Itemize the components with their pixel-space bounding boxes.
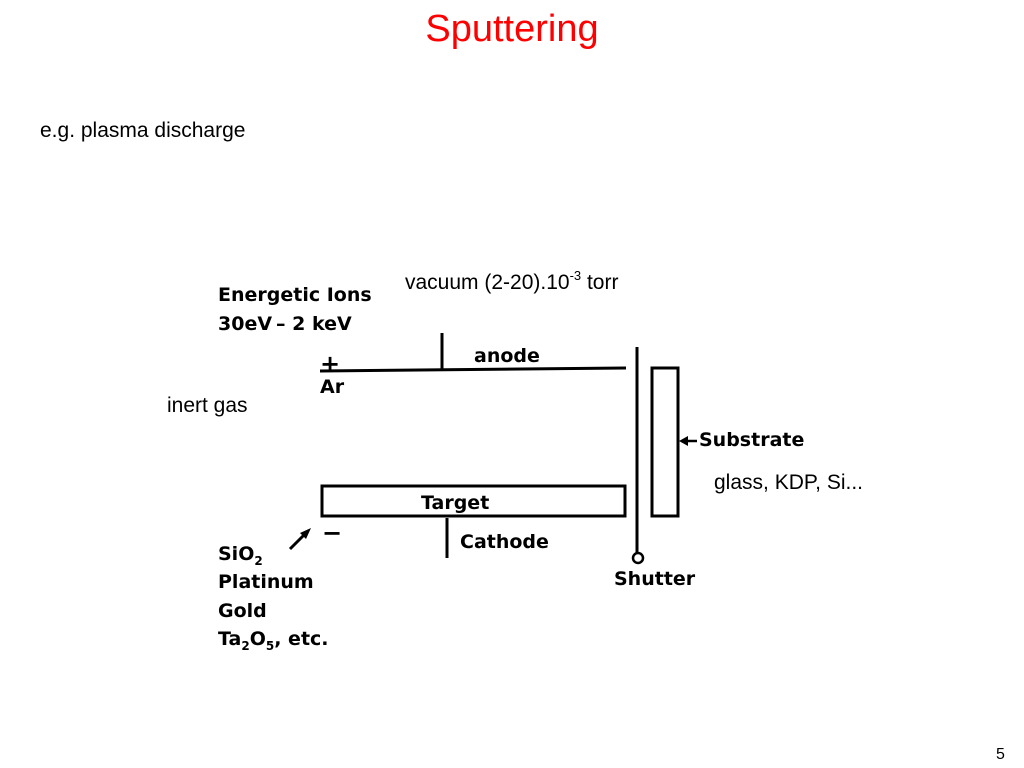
material-platinum: Platinum	[218, 571, 314, 593]
material-arrow-head	[300, 528, 311, 539]
vacuum-text: vacuum (2-20).10	[405, 271, 570, 294]
substrate-plate	[650, 366, 680, 518]
minus-sign: −	[322, 519, 342, 547]
anode-label: anode	[474, 345, 540, 367]
vacuum-annotation: vacuum (2-20).10-3 torr	[405, 268, 618, 295]
inert-gas-annotation: inert gas	[167, 394, 248, 417]
cathode-label: Cathode	[460, 531, 549, 553]
ion-energy-label: 30eV– 2 keV	[218, 313, 352, 335]
page-number: 5	[996, 746, 1005, 763]
anode-plate	[319, 366, 627, 373]
slide-title: Sputtering	[425, 8, 599, 50]
material-ta2o5: Ta2O5, etc.	[218, 628, 329, 653]
shutter-pivot	[631, 551, 645, 565]
material-sio2: SiO2	[218, 543, 263, 568]
shutter-label: Shutter	[614, 568, 696, 590]
slide-subtitle: e.g. plasma discharge	[40, 119, 246, 142]
target-plate	[320, 484, 627, 518]
substrate-label: Substrate	[699, 429, 804, 451]
energetic-ions-label: Energetic Ions	[218, 284, 372, 306]
material-gold: Gold	[218, 600, 267, 622]
substrate-arrow-head	[679, 436, 688, 446]
ion-energy-prefix: 30eV	[218, 313, 272, 335]
vacuum-exponent: -3	[569, 268, 582, 283]
plus-sign: +	[320, 350, 340, 378]
argon-label: Ar	[320, 376, 345, 398]
substrate-materials-annotation: glass, KDP, Si...	[714, 471, 864, 494]
vacuum-unit: torr	[581, 271, 619, 294]
ion-energy-suffix: – 2 keV	[276, 313, 352, 335]
target-label: Target	[421, 492, 489, 514]
